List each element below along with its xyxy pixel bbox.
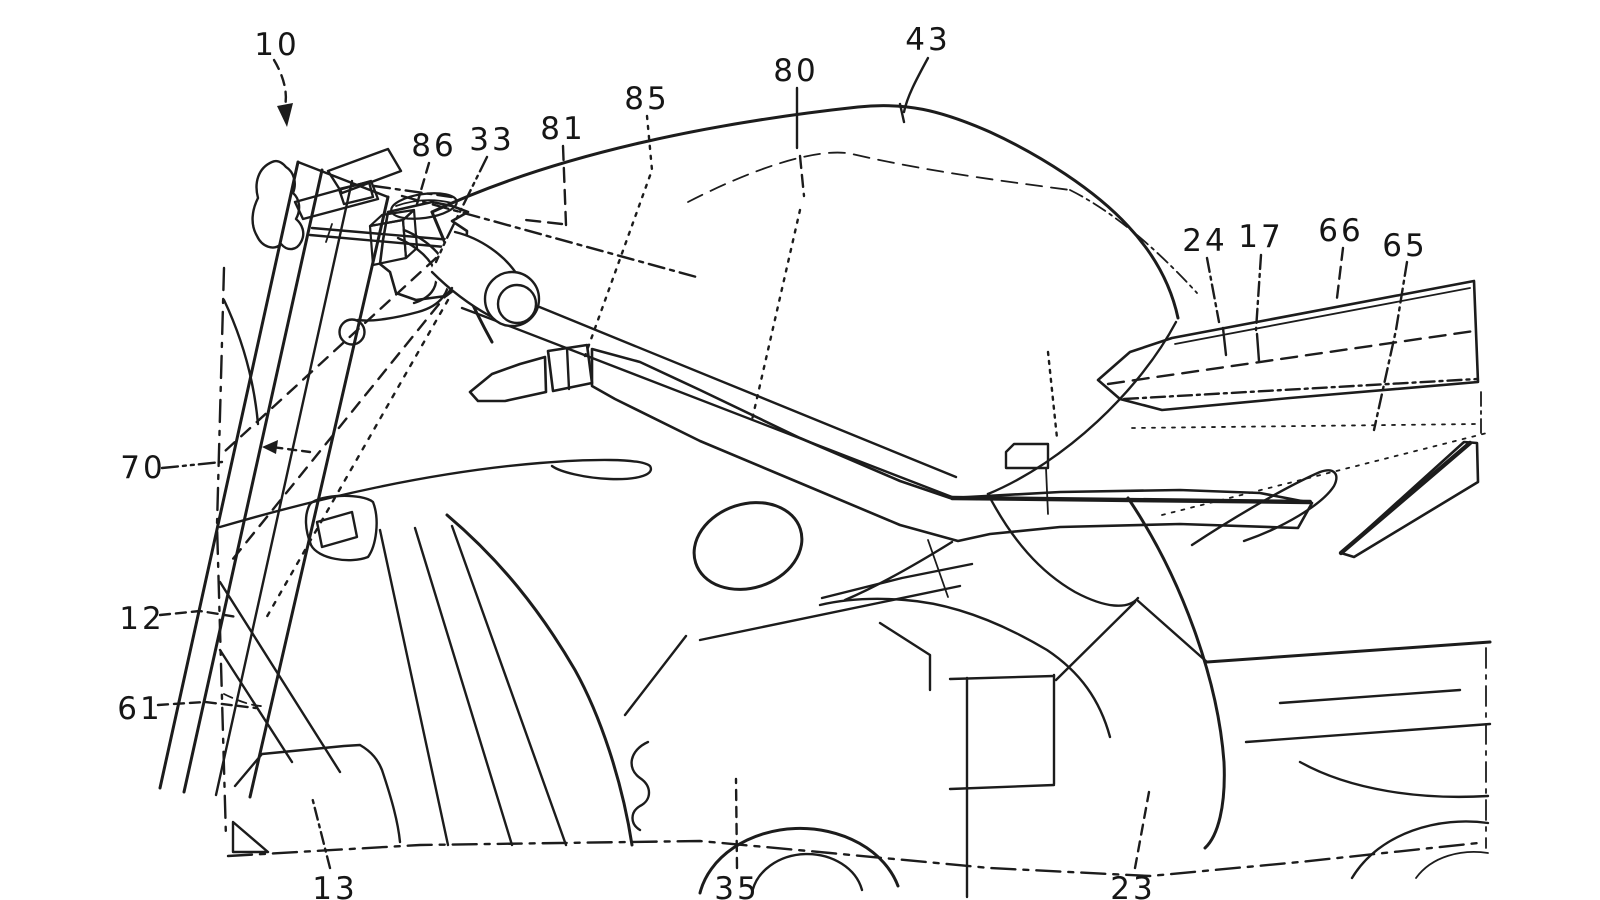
fairing-edge-hidden (215, 266, 228, 840)
ref-label-23: 23 (1110, 871, 1156, 900)
key-cylinder-cap (390, 192, 458, 220)
ref-label-33: 33 (469, 122, 515, 158)
ref-label-17: 17 (1238, 219, 1284, 255)
fuel-tank (430, 104, 1198, 344)
leader-70 (160, 460, 224, 470)
ref-label-66: 66 (1318, 213, 1364, 249)
crankcase-top (818, 597, 1112, 739)
ref-label-70: 70 (120, 450, 166, 486)
tank-outline (430, 104, 1180, 320)
tail-cover-panel (1096, 279, 1480, 412)
ref-label-10: 10 (254, 27, 300, 63)
ref-label-13: 13 (312, 871, 358, 900)
knee-pocket (218, 458, 653, 529)
rear-section (1126, 391, 1492, 880)
leader-81 (561, 144, 568, 227)
brake-lever-knuckle (251, 159, 305, 251)
bolt-circle (338, 318, 366, 346)
tail-lower-wedge (1339, 440, 1480, 559)
frame-cutout-oval (692, 501, 804, 591)
leader-35 (734, 777, 739, 870)
leader-85 (583, 114, 654, 358)
tail-panel-detail-lines (1106, 287, 1479, 401)
leader-86 (415, 161, 431, 206)
key-shutter-block-side (401, 208, 419, 260)
handlebar-cylinder (428, 226, 541, 328)
rear-arch (1126, 496, 1226, 850)
engine-front-curve (445, 513, 634, 847)
ref-label-43: 43 (905, 22, 951, 58)
swingarm-top (1205, 640, 1492, 664)
seat-rail-dotted (1131, 423, 1479, 429)
bracket-hook (356, 228, 450, 322)
handlebar-windscreen-area (251, 147, 454, 346)
belly-cut-line (226, 839, 1480, 878)
engine-area (378, 513, 1137, 899)
ref-label-12: 12 (119, 601, 165, 637)
highlighted-red-parts (368, 192, 458, 267)
harness-grommet-tip (468, 355, 548, 403)
ref-label-35: 35 (714, 871, 760, 900)
leader-lines (156, 56, 1409, 870)
tank-inner-dashed (687, 151, 1071, 203)
leader-10-arrowhead (277, 103, 293, 127)
leader-43 (902, 56, 930, 114)
leader-66 (1335, 246, 1345, 300)
seat-rail-edge (949, 495, 1313, 505)
ref-label-86: 86 (411, 128, 457, 164)
seat-bracket (1004, 442, 1050, 470)
highlighted-yellow-parts (378, 200, 1480, 559)
hidden-sight-lines (215, 184, 1059, 840)
leader-10 (272, 58, 288, 108)
leader-61 (156, 700, 258, 710)
leader-12 (158, 609, 239, 619)
ref-label-65: 65 (1382, 228, 1428, 264)
handlebar-rod (310, 226, 454, 242)
ref-label-81: 81 (540, 111, 586, 147)
ref-label-61: 61 (117, 691, 163, 727)
leader-24 (1205, 256, 1221, 324)
ref-label-85: 85 (624, 81, 670, 117)
leader-17 (1254, 253, 1263, 332)
sight-arrowhead (262, 440, 278, 454)
leader-23 (1133, 790, 1151, 870)
harness-clamp (546, 343, 594, 393)
belly-pocket (233, 743, 402, 844)
ref-label-80: 80 (773, 53, 819, 89)
frame-midsection (218, 291, 1178, 607)
seat-side-edge (986, 320, 1178, 496)
leader-13 (310, 795, 332, 870)
ref-label-24: 24 (1182, 223, 1228, 259)
lower-fairing (218, 298, 402, 854)
wire-harness-band (590, 347, 1314, 543)
windscreen-bracket (326, 147, 403, 195)
front-fork (158, 160, 390, 799)
grab-rail-loop (1190, 469, 1338, 547)
leader-65 (1372, 260, 1409, 432)
leader-33 (434, 155, 489, 264)
